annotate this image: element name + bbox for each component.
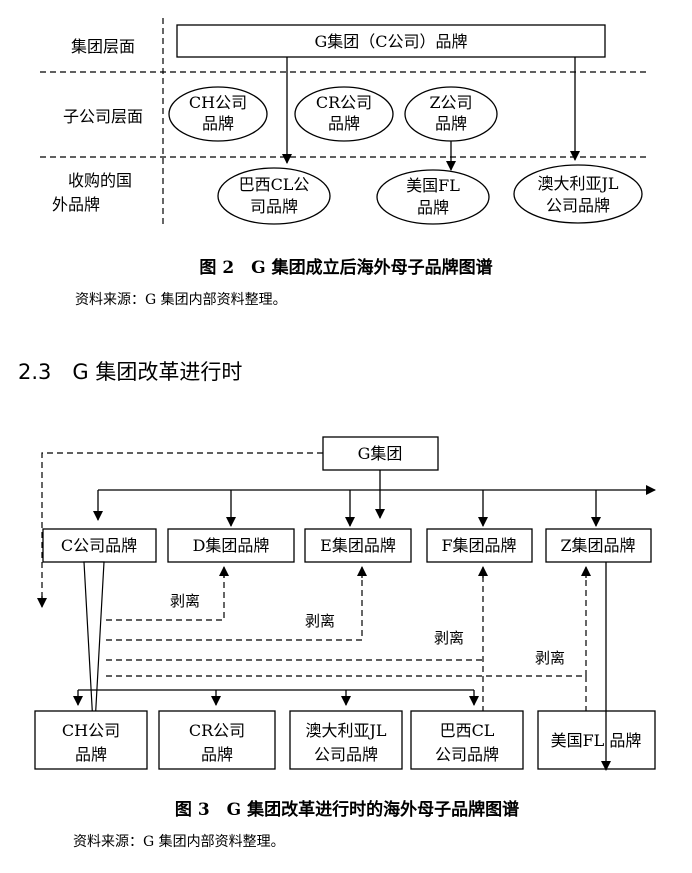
ch-brand-line2: 品牌	[202, 114, 234, 133]
ch-brand-box	[34, 710, 148, 770]
cr-brand-line1: CR公司	[316, 93, 372, 112]
group-brand-label: G集团（C公司）品牌	[314, 32, 467, 51]
cr-brand-box	[158, 710, 276, 770]
au-jl-line2: 公司品牌	[546, 196, 610, 215]
brazil-cl-line2: 司品牌	[250, 197, 298, 216]
section-heading: 2.3 G 集团改革进行时	[18, 360, 242, 384]
z-brand-line2: 品牌	[435, 114, 467, 133]
strip-label-f: 剥离	[434, 629, 464, 647]
strip-label-z: 剥离	[535, 649, 565, 667]
dashed-left-loop	[41, 452, 323, 600]
c-brand-box	[42, 528, 157, 563]
cr-brand-box-line2: 品牌	[201, 745, 233, 764]
figure-2-source: 资料来源：G 集团内部资料整理。	[75, 291, 287, 308]
row-label-subsidiary: 子公司层面	[63, 107, 143, 126]
br-cl-box	[410, 710, 524, 770]
row-label-group: 集团层面	[71, 37, 135, 56]
e-brand-label: E集团品牌	[320, 536, 396, 555]
ch-brand-line1: CH公司	[189, 93, 247, 112]
brazil-cl-ellipse	[217, 167, 331, 225]
au-jl-box-line1: 澳大利亚JL	[305, 721, 386, 740]
row-label-acquired-1: 收购的国	[68, 171, 132, 190]
d-brand-box	[167, 528, 295, 563]
e-brand-box	[304, 528, 412, 563]
ch-brand-box-line2: 品牌	[75, 745, 107, 764]
figure-2: 集团层面 子公司层面 收购的国 外品牌 G集团（C公司）品牌 CH公司 品牌 C…	[40, 18, 650, 308]
g-group-label: G集团	[358, 444, 403, 463]
z-brand-box	[545, 528, 652, 563]
us-fl-ellipse	[376, 169, 490, 225]
figure-3-source: 资料来源：G 集团内部资料整理。	[73, 833, 285, 850]
figure-3: G集团 C公司品牌 D集团品牌 E集团品牌 F集团品牌 Z集团品牌	[34, 436, 656, 850]
group-brand-box	[176, 24, 606, 58]
z-brand-label: Z集团品牌	[560, 536, 635, 555]
au-jl-box-line2: 公司品牌	[314, 745, 378, 764]
us-fl-line1: 美国FL	[406, 176, 460, 195]
strip-label-e: 剥离	[305, 612, 335, 630]
ch-brand-box-line1: CH公司	[62, 721, 120, 740]
us-fl-box	[537, 710, 656, 770]
cr-brand-ellipse	[294, 86, 394, 142]
au-jl-box	[289, 710, 403, 770]
cr-brand-box-line1: CR公司	[189, 721, 245, 740]
f-brand-box	[426, 528, 533, 563]
c-brand-label: C公司品牌	[61, 536, 137, 555]
brazil-cl-line1: 巴西CL公	[239, 175, 310, 194]
au-jl-line1: 澳大利亚JL	[537, 174, 618, 193]
figure-3-caption: 图 3 G 集团改革进行时的海外母子品牌图谱	[175, 799, 519, 820]
figure-2-caption: 图 2 G 集团成立后海外母子品牌图谱	[199, 257, 492, 278]
g-group-box	[322, 436, 439, 471]
z-brand-line1: Z公司	[429, 93, 472, 112]
au-jl-ellipse	[513, 164, 643, 224]
d-brand-label: D集团品牌	[193, 536, 270, 555]
br-cl-box-line2: 公司品牌	[435, 745, 499, 764]
strip-d-line	[106, 572, 225, 621]
f-brand-label: F集团品牌	[441, 536, 516, 555]
strip-label-d: 剥离	[170, 592, 200, 610]
us-fl-box-label: 美国FL 品牌	[551, 731, 642, 750]
c-to-ch-wedge	[83, 561, 105, 743]
ch-brand-ellipse	[168, 86, 268, 142]
cr-brand-line2: 品牌	[328, 114, 360, 133]
row-label-acquired-2: 外品牌	[52, 195, 100, 214]
strip-e-line	[106, 572, 363, 641]
br-cl-box-line1: 巴西CL	[440, 721, 495, 740]
us-fl-line2: 品牌	[417, 198, 449, 217]
